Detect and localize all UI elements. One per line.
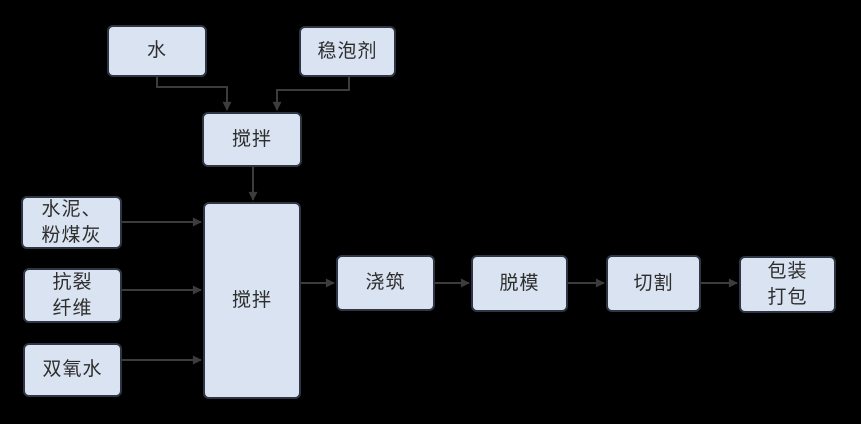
node-cutting: 切割 <box>606 255 701 312</box>
edge-stabilizer-premix <box>272 77 350 111</box>
node-anticrack-fiber: 抗裂 纤维 <box>23 268 122 323</box>
edge-water-premix <box>156 77 232 111</box>
node-cement-flyash: 水泥、 粉煤灰 <box>21 196 122 249</box>
node-water: 水 <box>107 25 207 77</box>
node-foam-stabilizer: 稳泡剂 <box>299 26 396 77</box>
node-main-stir: 搅拌 <box>203 202 301 399</box>
node-premix-stir: 搅拌 <box>202 112 302 167</box>
node-packaging: 包装 打包 <box>739 256 836 313</box>
node-hydrogen-peroxide: 双氧水 <box>23 343 122 397</box>
node-pouring: 浇筑 <box>336 255 435 311</box>
node-demolding: 脱模 <box>471 255 568 312</box>
